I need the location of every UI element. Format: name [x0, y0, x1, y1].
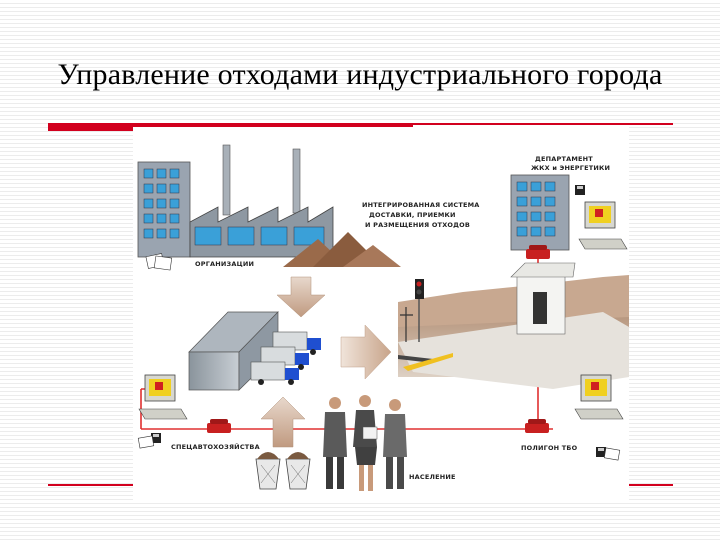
department-building: [510, 174, 570, 251]
factory-illustration: [137, 144, 401, 267]
slide-title: Управление отходами индустриального горо…: [57, 58, 663, 91]
diagram-canvas: ОРГАНИЗАЦИИ ИНТЕГРИРОВАННАЯ СИСТЕМА ДОСТ…: [133, 127, 629, 500]
floppy-disk-icon-right: [596, 447, 606, 457]
arrow-down-organizations: [276, 276, 326, 318]
truck-fleet: [250, 331, 321, 385]
documents-icon-right: [603, 447, 621, 461]
floppy-disk-icon: [575, 185, 585, 195]
arrow-right-to-landfill: [340, 324, 392, 380]
svg-text:ДЕПАРТАМЕНТ: ДЕПАРТАМЕНТ: [535, 155, 593, 163]
arrow-up-population: [260, 396, 306, 448]
title-underline-thin: [413, 123, 673, 125]
floppy-disk-icon-left: [151, 433, 161, 443]
label-organizations: ОРГАНИЗАЦИИ: [195, 260, 254, 268]
telephone-icon: [526, 245, 550, 259]
svg-text:ДОСТАВКИ, ПРИЕМКИ: ДОСТАВКИ, ПРИЕМКИ: [369, 211, 456, 219]
population-figures: [323, 395, 407, 491]
computer-icon: [578, 201, 628, 250]
waste-bins: [255, 452, 311, 490]
svg-text:И РАЗМЕЩЕНИЯ ОТХОДОВ: И РАЗМЕЩЕНИЯ ОТХОДОВ: [365, 221, 470, 229]
computer-icon-left: [138, 374, 188, 420]
label-landfill: ПОЛИГОН ТБО: [521, 444, 578, 452]
telephone-icon-left: [207, 419, 231, 433]
svg-text:ИНТЕГРИРОВАННАЯ СИСТЕМА: ИНТЕГРИРОВАННАЯ СИСТЕМА: [362, 201, 480, 209]
documents-icon: [145, 253, 173, 271]
label-department: ДЕПАРТАМЕНТ ЖКХ и ЭНЕРГЕТИКИ: [531, 155, 610, 172]
label-integrated-system: ИНТЕГРИРОВАННАЯ СИСТЕМА ДОСТАВКИ, ПРИЕМК…: [362, 201, 480, 229]
telephone-icon-right: [525, 419, 549, 433]
landfill-photo: [398, 262, 629, 389]
warehouse-illustration: [188, 311, 279, 391]
svg-text:ЖКХ и ЭНЕРГЕТИКИ: ЖКХ и ЭНЕРГЕТИКИ: [531, 164, 610, 172]
label-population: НАСЕЛЕНИЕ: [409, 473, 456, 481]
documents-icon-left: [137, 435, 155, 449]
computer-icon-right: [574, 374, 624, 420]
label-special-farm: СПЕЦАВТОХОЗЯЙСТВА: [171, 442, 260, 451]
